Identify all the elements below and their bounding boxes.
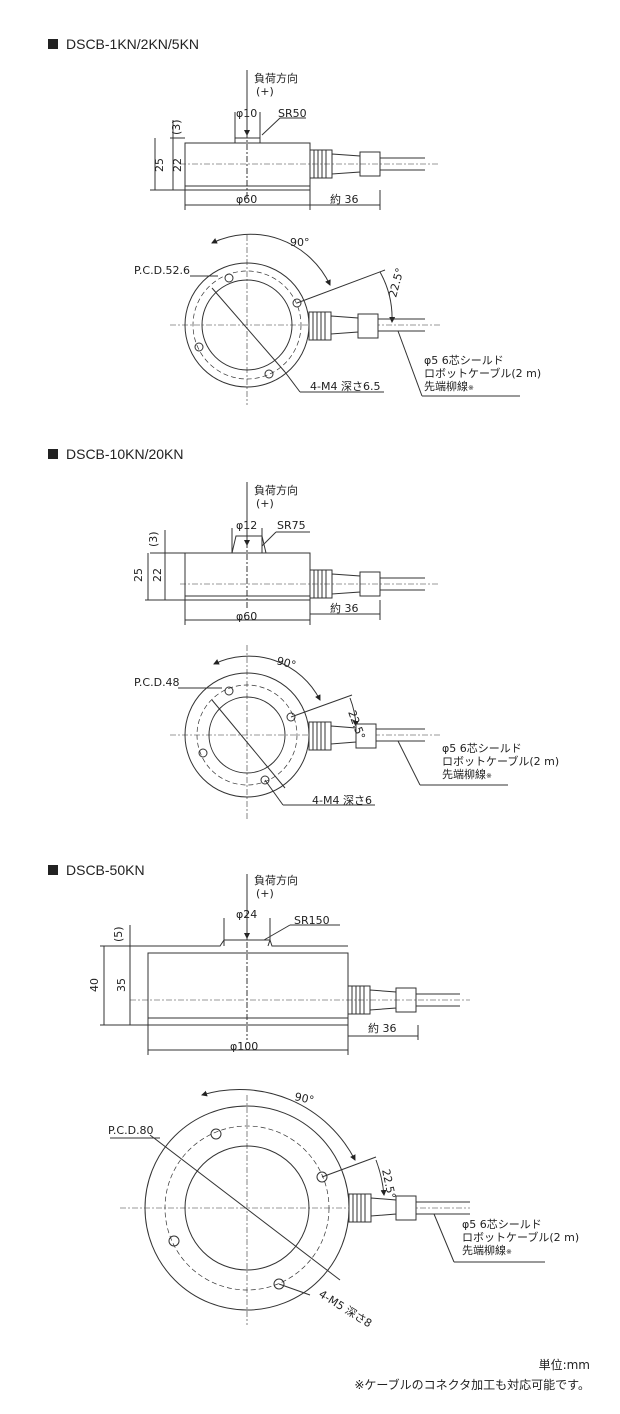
dim-body-dia-2: φ60: [236, 610, 257, 623]
load-sign-3: (+): [256, 887, 274, 900]
cable-line1-2: φ5 6芯シールド: [442, 741, 522, 755]
pcd-2: P.C.D.48: [134, 676, 180, 689]
dim-connector-2: 約 36: [330, 601, 359, 615]
pcd-3: P.C.D.80: [108, 1124, 154, 1137]
section-title-text: DSCB-1KN/2KN/5KN: [66, 36, 200, 52]
cable-line1-1: φ5 6芯シールド: [424, 353, 504, 367]
section-title-text: DSCB-10KN/20KN: [66, 446, 184, 462]
holes-1: 4-M4 深さ6.5: [310, 380, 380, 393]
section-title-1: DSCB-1KN/2KN/5KN: [48, 36, 199, 52]
holes-3: 4-M5 深さ8: [316, 1288, 374, 1331]
dim-total-height-3: 40: [88, 978, 101, 992]
dim-body-height-2: 22: [151, 568, 164, 582]
dim-button-height-2: (3): [147, 531, 160, 547]
angle-90-2: 90°: [275, 654, 297, 672]
cable-line2-3: ロボットケーブル(2 m): [462, 1230, 579, 1244]
button-radius-3: SR150: [294, 914, 330, 927]
angle-90-1: 90°: [290, 236, 310, 249]
dim-button-height-3: (5): [112, 926, 125, 942]
load-direction-label-1: 負荷方向: [254, 71, 298, 85]
section-title-text: DSCB-50KN: [66, 862, 145, 878]
angle-22-3: 22.5°: [379, 1168, 398, 1200]
holes-2: 4-M4 深さ6: [312, 794, 372, 807]
cable-line3-1: 先端柳線※: [424, 379, 474, 393]
dim-body-height-3: 35: [115, 978, 128, 992]
section-title-2: DSCB-10KN/20KN: [48, 446, 184, 462]
button-dia-2: φ12: [236, 519, 257, 532]
load-direction-label-3: 負荷方向: [254, 873, 298, 887]
cable-line3-2: 先端柳線※: [442, 767, 492, 781]
cable-line2-1: ロボットケーブル(2 m): [424, 366, 541, 380]
dim-connector-3: 約 36: [368, 1021, 397, 1035]
top-view-3: [110, 1088, 545, 1325]
section-title-3: DSCB-50KN: [48, 862, 145, 878]
angle-90-3: 90°: [293, 1090, 315, 1107]
bullet-square-icon: [48, 39, 58, 49]
side-view-3: [100, 874, 470, 1055]
dim-connector-1: 約 36: [330, 192, 359, 206]
cable-line2-2: ロボットケーブル(2 m): [442, 754, 559, 768]
button-radius-2: SR75: [277, 519, 306, 532]
side-view-2: [145, 482, 440, 625]
load-sign-2: (+): [256, 497, 274, 510]
top-view-1: [170, 233, 520, 405]
dim-body-height-1: 22: [171, 158, 184, 172]
button-dia-1: φ10: [236, 107, 257, 120]
side-view-1: [150, 70, 440, 210]
button-radius-1: SR50: [278, 107, 307, 120]
dim-body-dia-3: φ100: [230, 1040, 258, 1053]
dim-total-height-1: 25: [153, 158, 166, 172]
button-dia-3: φ24: [236, 908, 257, 921]
dim-body-dia-1: φ60: [236, 193, 257, 206]
pcd-1: P.C.D.52.6: [134, 264, 190, 277]
top-view-2: [170, 645, 508, 820]
cable-line1-3: φ5 6芯シールド: [462, 1217, 542, 1231]
cable-line3-3: 先端柳線※: [462, 1243, 512, 1257]
angle-22-1: 22.5°: [386, 266, 406, 298]
unit-label: 単位:mm: [538, 1358, 590, 1372]
bullet-square-icon: [48, 865, 58, 875]
load-direction-label-2: 負荷方向: [254, 483, 298, 497]
dim-button-height-1: (3): [170, 119, 183, 135]
load-sign-1: (+): [256, 85, 274, 98]
bullet-square-icon: [48, 449, 58, 459]
dim-total-height-2: 25: [132, 568, 145, 582]
footer-note: ※ケーブルのコネクタ加工も対応可能です。: [354, 1378, 590, 1392]
